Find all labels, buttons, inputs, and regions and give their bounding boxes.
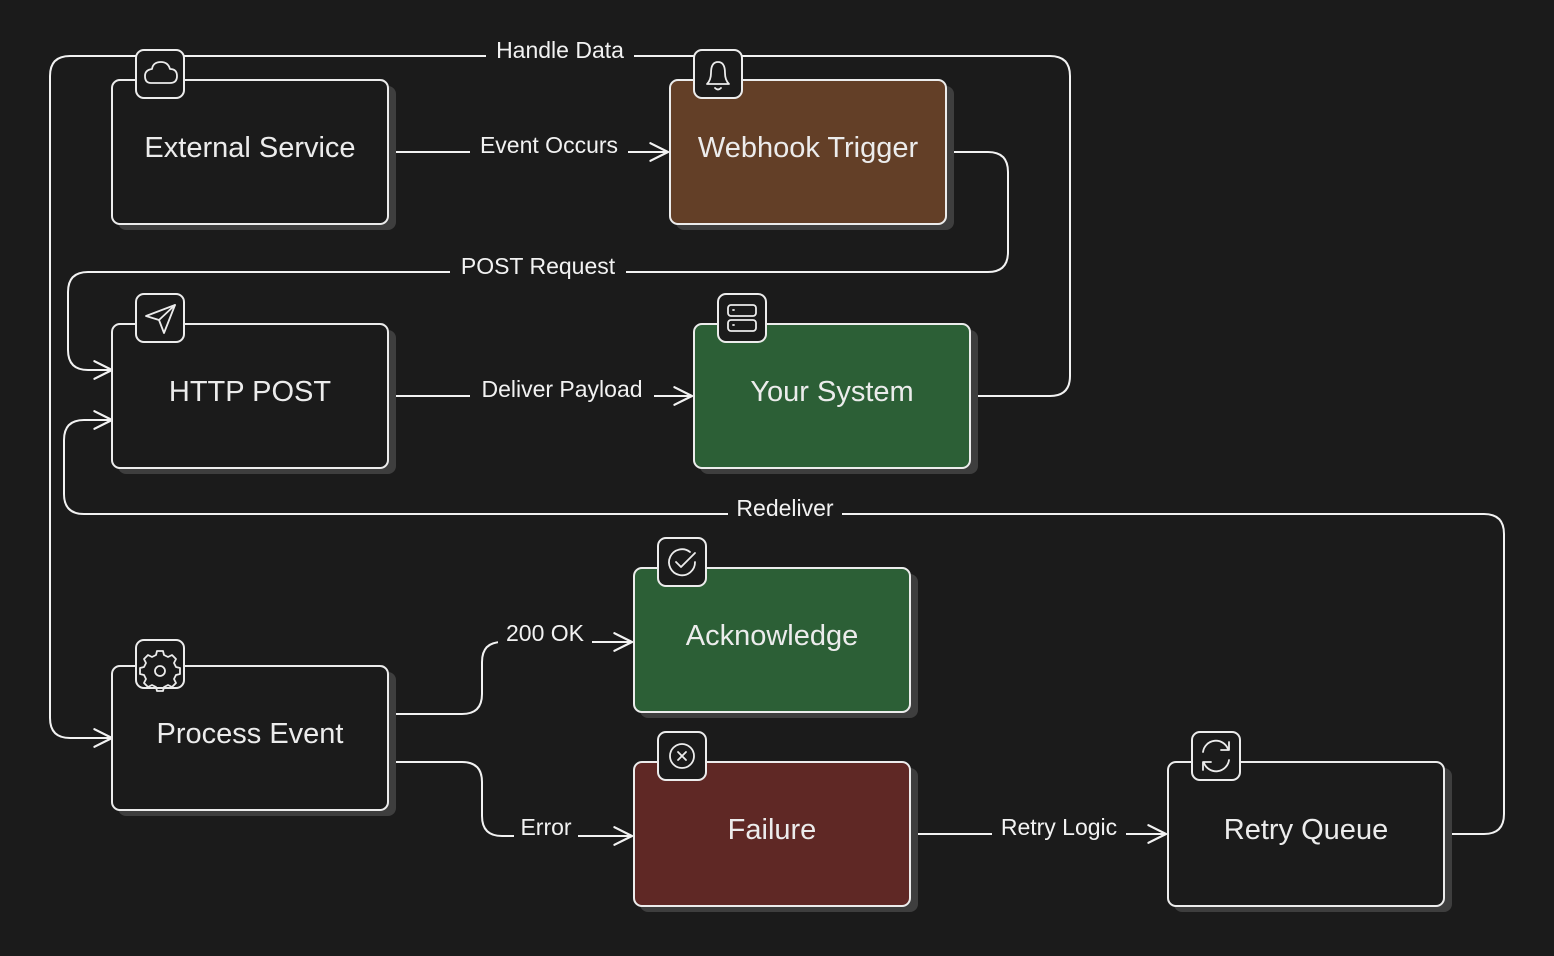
edge-retry-logic: Retry Logic [909,814,1168,844]
edge-label-post-request: POST Request [461,253,616,279]
node-label-acknowledge: Acknowledge [686,620,859,652]
node-process-event[interactable]: Process Event [111,639,396,816]
check-circle-icon [657,537,707,587]
edge-label-200-ok: 200 OK [506,620,585,646]
node-label-webhook-trigger: Webhook Trigger [698,132,919,164]
node-label-http-post: HTTP POST [169,376,331,408]
node-your-system[interactable]: Your System [693,293,978,474]
refresh-icon [1191,731,1241,781]
cloud-icon [135,49,185,99]
node-label-retry-queue: Retry Queue [1224,814,1388,846]
edges: Event Occurs POST Request Deliver Payloa… [49,36,1505,846]
edge-post-request: POST Request [67,151,1009,380]
edge-label-retry-logic: Retry Logic [1001,814,1117,840]
node-external-service[interactable]: External Service [111,49,396,230]
node-label-process-event: Process Event [157,718,344,750]
node-webhook-trigger[interactable]: Webhook Trigger [669,49,954,230]
edge-label-handle-data: Handle Data [496,37,624,63]
edge-error: Error [387,761,634,846]
edge-label-error: Error [520,814,571,840]
node-label-failure: Failure [728,814,817,846]
edge-event-occurs: Event Occurs [387,131,670,162]
node-label-your-system: Your System [750,376,913,408]
edge-label-event-occurs: Event Occurs [480,132,618,158]
gear-icon [135,639,185,692]
send-icon [135,293,185,343]
edge-handle-data: Handle Data [49,36,1071,748]
edge-label-redeliver: Redeliver [736,495,833,521]
nodes: External Service Webhook Trigger HTTP PO… [111,49,1452,912]
x-circle-icon [657,731,707,781]
edge-deliver-payload: Deliver Payload [387,375,694,406]
node-failure[interactable]: Failure [633,731,918,912]
node-acknowledge[interactable]: Acknowledge [633,537,918,718]
edge-label-deliver-payload: Deliver Payload [481,376,642,402]
edge-redeliver: Redeliver [63,410,1505,835]
node-label-external-service: External Service [144,132,355,164]
node-retry-queue[interactable]: Retry Queue [1167,731,1452,912]
server-icon [717,293,767,343]
edge-200-ok: 200 OK [387,620,634,715]
node-http-post[interactable]: HTTP POST [111,293,396,474]
bell-icon [693,49,743,99]
